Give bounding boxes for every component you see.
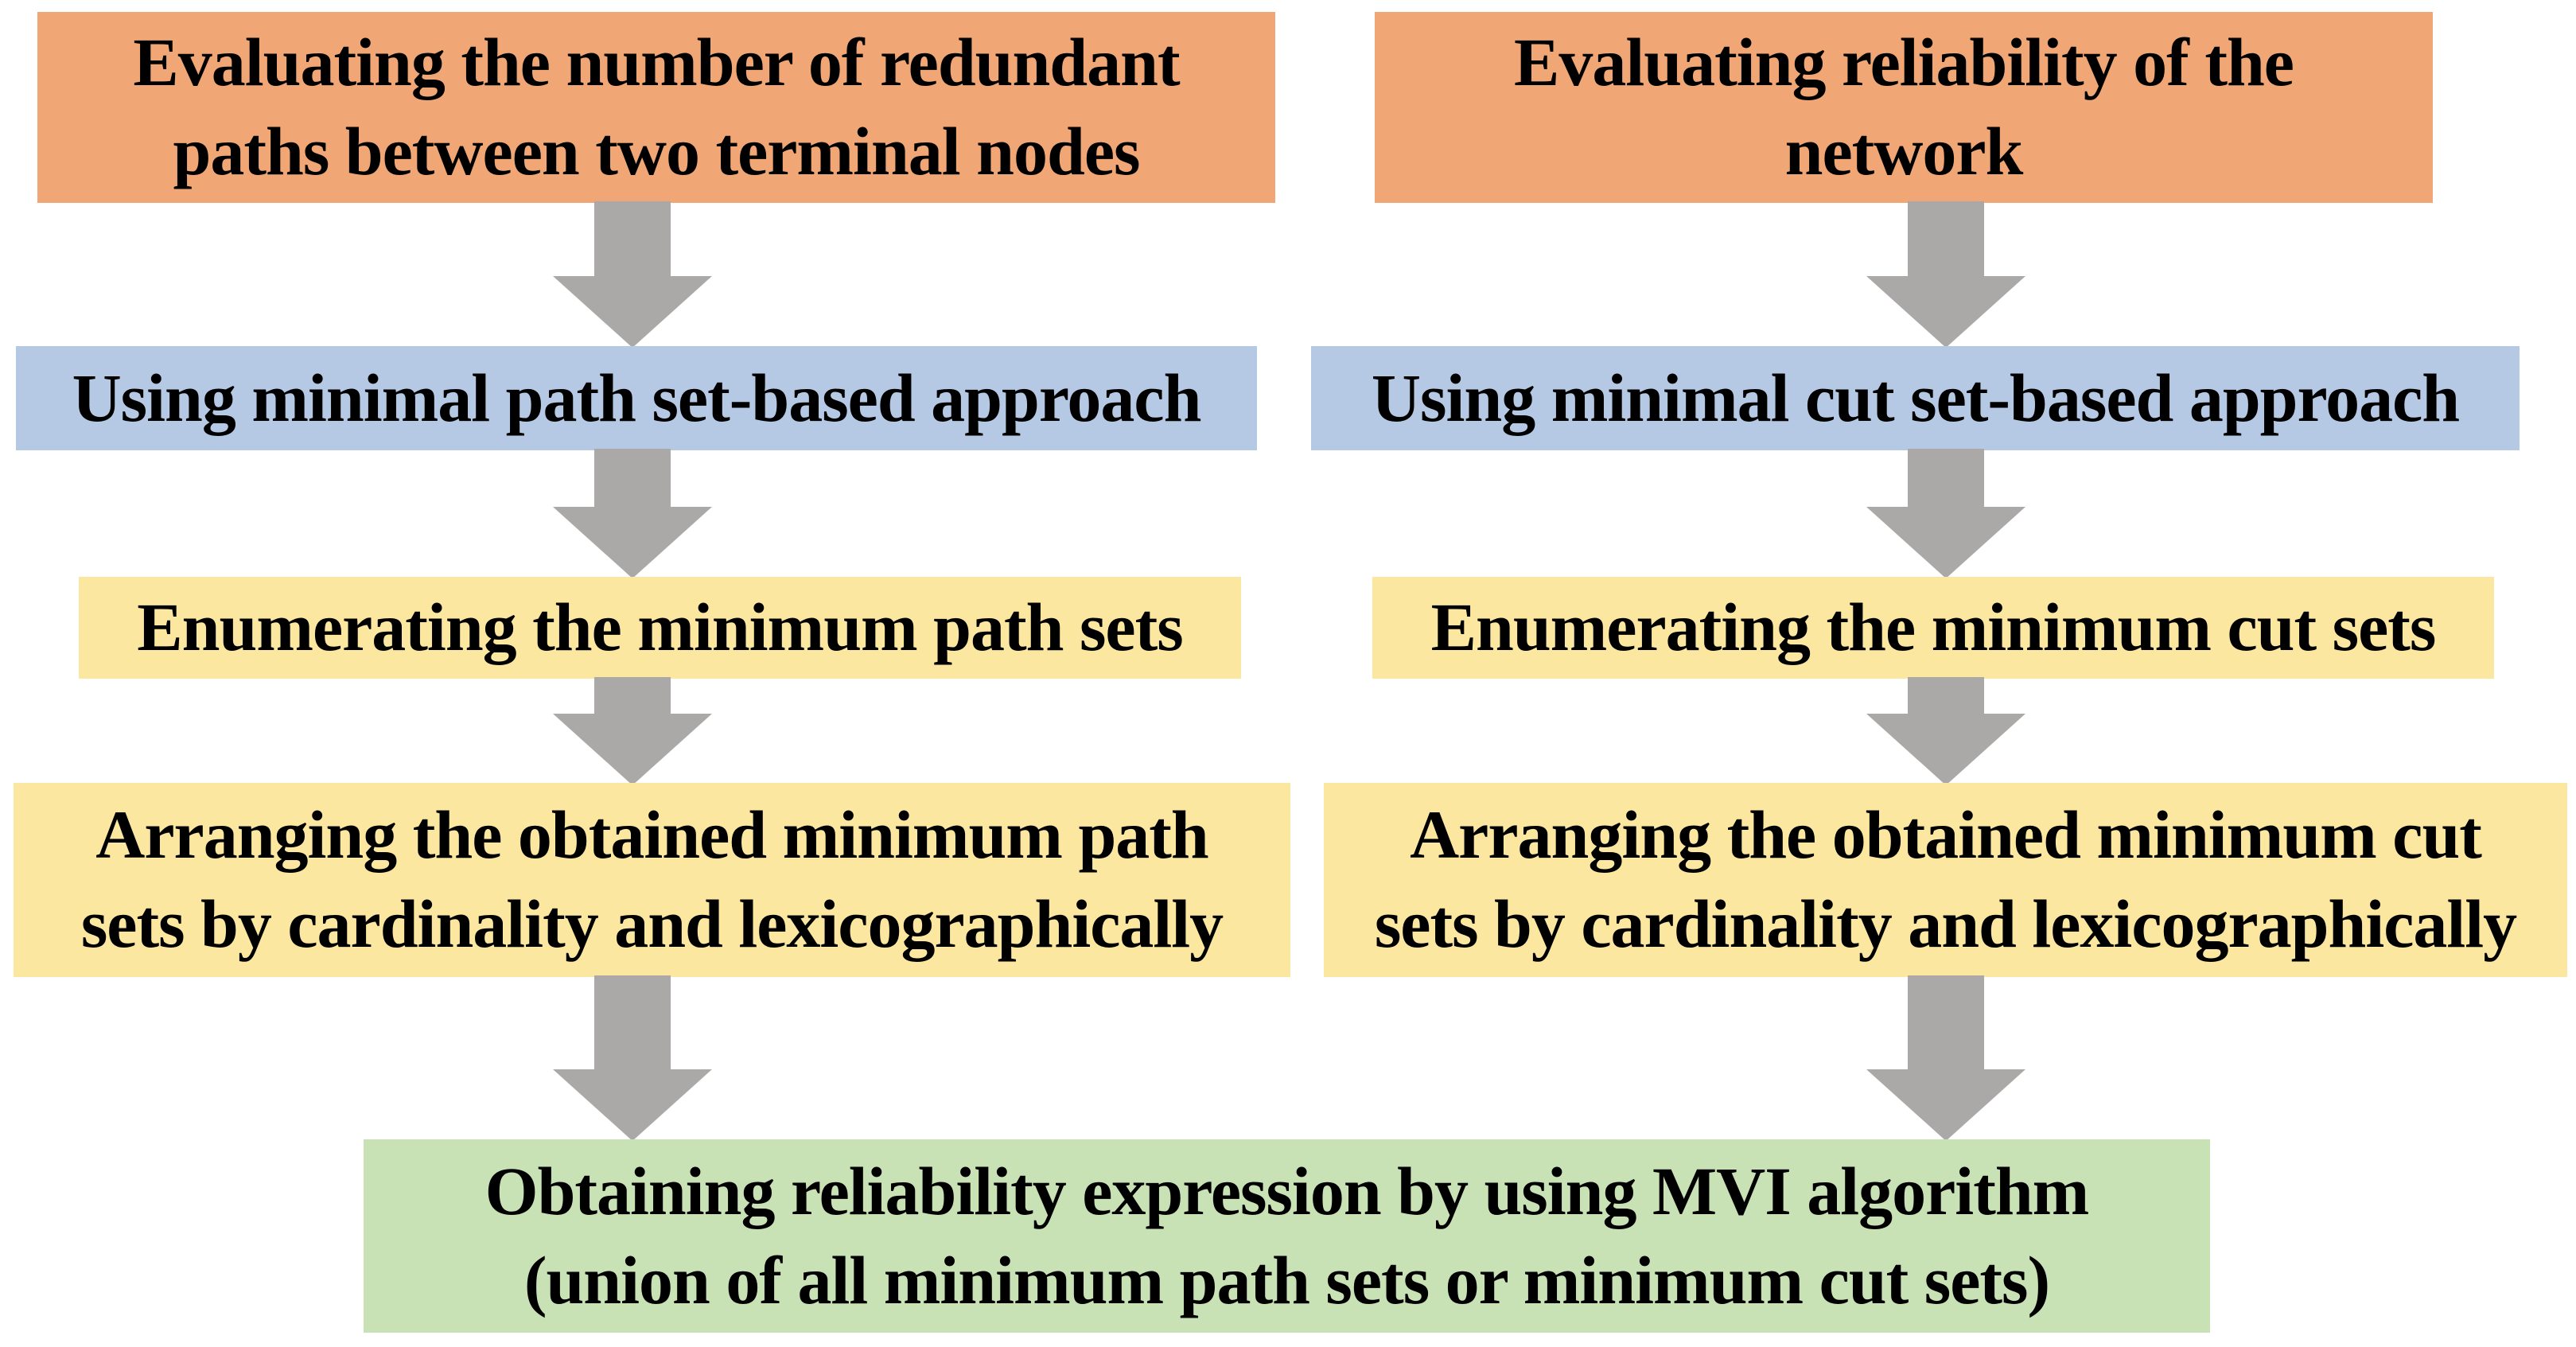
box-evaluating-redundant-paths: Evaluating the number of redundant paths… [37, 12, 1275, 203]
arrow-shaft [594, 449, 671, 507]
arrow-shaft [594, 975, 671, 1069]
arrow-head [553, 276, 712, 348]
box-text-line: Enumerating the minimum cut sets [1430, 589, 2437, 666]
down-arrow-icon [553, 201, 712, 348]
arrow-shaft [594, 677, 671, 714]
down-arrow-icon [553, 975, 712, 1141]
box-text-line: Enumerating the minimum path sets [137, 589, 1183, 666]
box-text-line: Arranging the obtained minimum path [95, 796, 1208, 874]
box-text-line: Using minimal cut set-based approach [1371, 359, 2460, 436]
box-text-line: Obtaining reliability expression by usin… [484, 1152, 2090, 1229]
box-enumerating-minimum-path-sets: Enumerating the minimum path sets [79, 577, 1241, 679]
arrow-head [1866, 1069, 2025, 1141]
arrow-shaft [1908, 201, 1984, 276]
arrow-head [553, 507, 712, 578]
down-arrow-icon [1866, 975, 2025, 1141]
box-text-line: Using minimal path set-based approach [72, 359, 1202, 436]
down-arrow-icon [1866, 449, 2025, 578]
arrow-shaft [1908, 975, 1984, 1069]
box-minimal-path-set-approach: Using minimal path set-based approach [16, 346, 1257, 450]
arrow-head [1866, 714, 2025, 785]
box-text-line: Evaluating reliability of the [1514, 24, 2294, 101]
box-text-line: Evaluating the number of redundant [133, 24, 1180, 101]
box-evaluating-network-reliability: Evaluating reliability of the network [1375, 12, 2433, 203]
down-arrow-icon [553, 677, 712, 785]
down-arrow-icon [1866, 201, 2025, 348]
arrow-head [1866, 276, 2025, 348]
arrow-shaft [594, 201, 671, 276]
box-text-line: network [1784, 113, 2024, 189]
box-text-line: sets by cardinality and lexicographicall… [80, 886, 1224, 962]
box-text-line: Arranging the obtained minimum cut [1410, 796, 2482, 874]
box-enumerating-minimum-cut-sets: Enumerating the minimum cut sets [1372, 577, 2494, 679]
box-text-line: paths between two terminal nodes [173, 113, 1141, 189]
down-arrow-icon [553, 449, 712, 578]
box-minimal-cut-set-approach: Using minimal cut set-based approach [1311, 346, 2520, 450]
box-text-line: sets by cardinality and lexicographicall… [1374, 886, 2517, 962]
arrow-head [553, 1069, 712, 1141]
box-arranging-minimum-cut-sets: Arranging the obtained minimum cut sets … [1324, 783, 2567, 977]
box-arranging-minimum-path-sets: Arranging the obtained minimum path sets… [14, 783, 1290, 977]
box-text-line: (union of all minimum path sets or minim… [523, 1241, 2050, 1318]
down-arrow-icon [1866, 677, 2025, 785]
arrow-shaft [1908, 449, 1984, 507]
arrow-shaft [1908, 677, 1984, 714]
arrow-head [1866, 507, 2025, 578]
arrow-head [553, 714, 712, 785]
box-obtaining-reliability-expression: Obtaining reliability expression by usin… [364, 1139, 2210, 1333]
